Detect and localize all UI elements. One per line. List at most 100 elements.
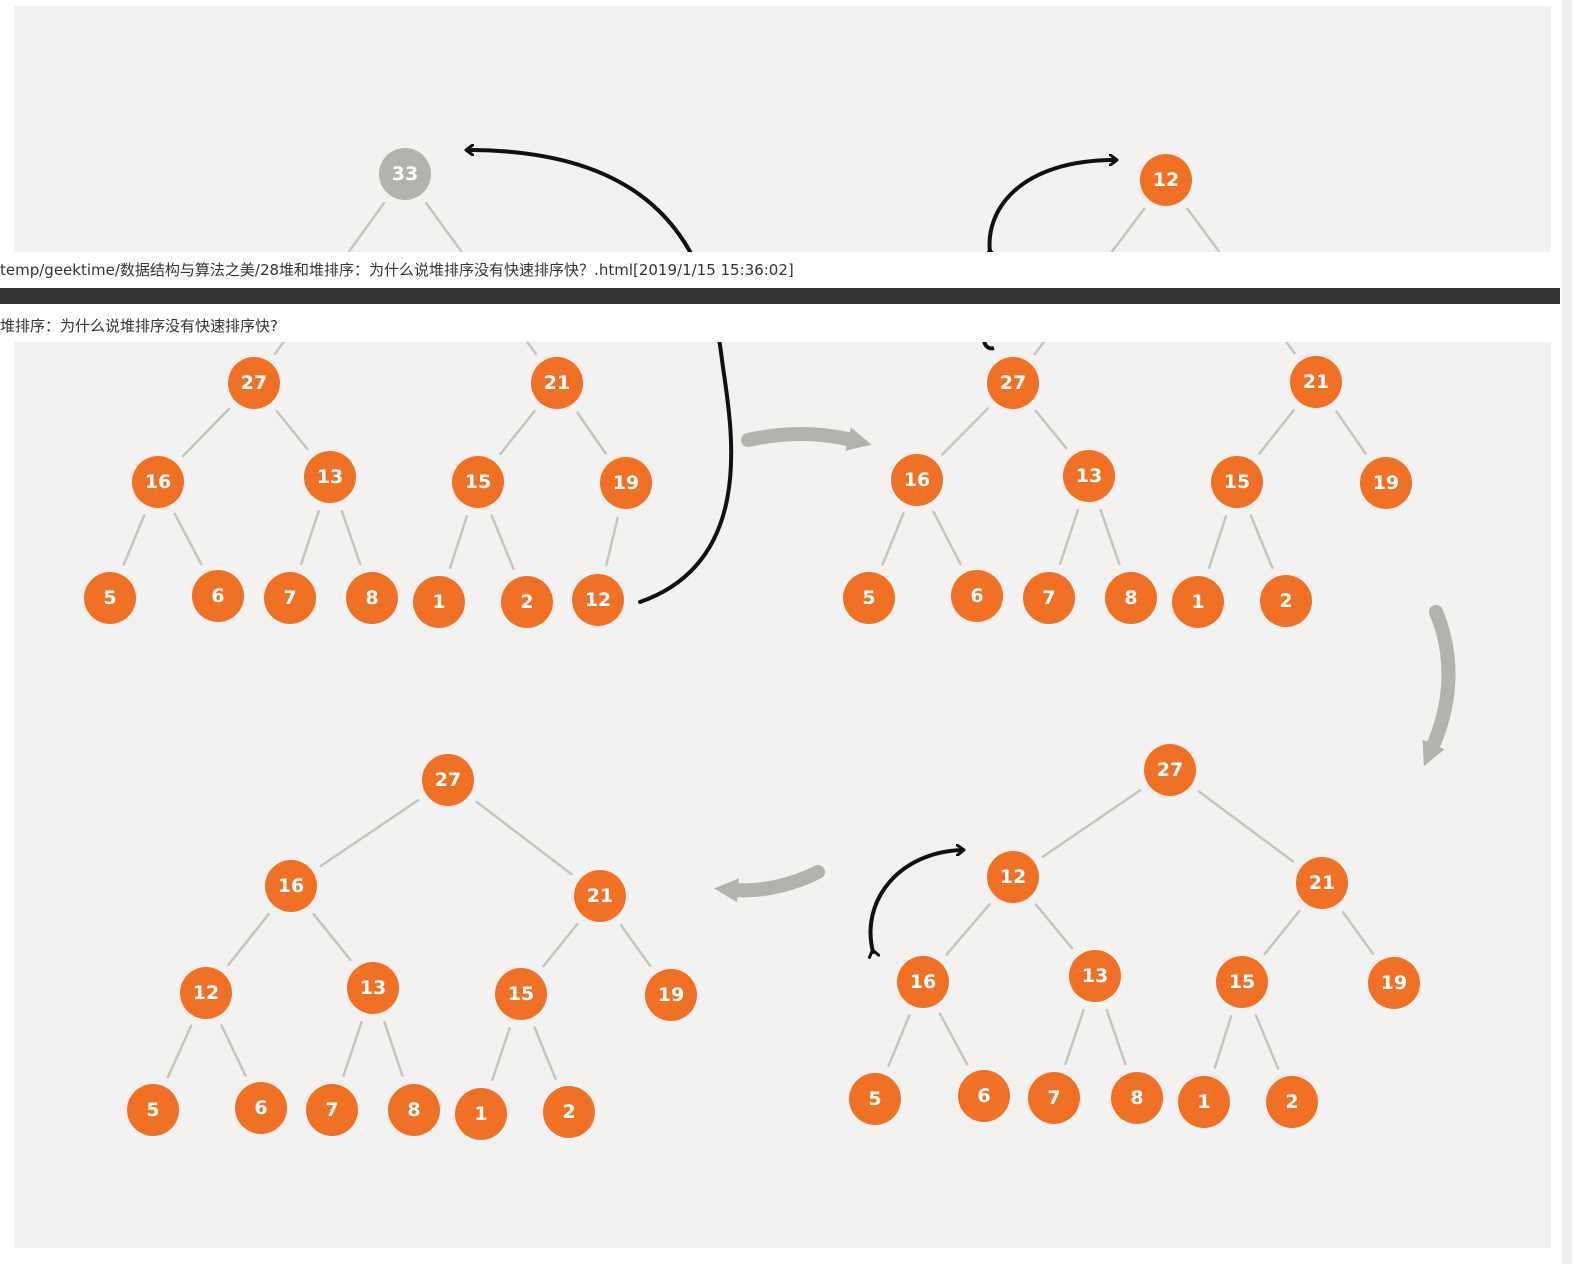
heap-node: 13 xyxy=(1063,450,1115,502)
node-circle xyxy=(1211,456,1263,508)
tree-edge xyxy=(1034,409,1068,450)
node-value: 8 xyxy=(1124,587,1137,609)
node-circle xyxy=(1023,572,1075,624)
node-value: 2 xyxy=(562,1101,575,1123)
footer-path: temp/geektime/数据结构与算法之美/28堆和堆排序：为什么说堆排序没… xyxy=(0,261,794,279)
node-value: 16 xyxy=(278,875,304,897)
heap-node: 27 xyxy=(228,357,280,409)
node-circle xyxy=(1140,154,1192,206)
node-value: 1 xyxy=(432,591,445,613)
node-value: 16 xyxy=(904,469,930,491)
node-value: 7 xyxy=(1047,1087,1060,1109)
heap-node: 6 xyxy=(235,1082,287,1134)
heap-node: 2 xyxy=(1266,1076,1318,1128)
heap-node: 7 xyxy=(1028,1072,1080,1124)
heap-node: 27 xyxy=(422,754,474,806)
node-circle xyxy=(452,456,504,508)
node-value: 12 xyxy=(193,982,219,1004)
node-value: 2 xyxy=(520,591,533,613)
tree-edge xyxy=(122,514,146,566)
node-value: 5 xyxy=(146,1099,159,1121)
node-value: 2 xyxy=(1285,1091,1298,1113)
node-circle xyxy=(987,357,1039,409)
heap-node: 15 xyxy=(452,456,504,508)
tree-edge xyxy=(319,798,420,868)
heap-node: 16 xyxy=(891,454,943,506)
node-value: 8 xyxy=(407,1099,420,1121)
node-value: 15 xyxy=(1229,971,1255,993)
node-value: 12 xyxy=(1153,169,1179,191)
heap-node: 7 xyxy=(306,1084,358,1136)
heap-node: 21 xyxy=(531,357,583,409)
node-circle xyxy=(132,456,184,508)
swap-arrow-33-12 xyxy=(638,342,734,604)
flow-arrow-left xyxy=(714,865,825,903)
heap-node: 8 xyxy=(1105,572,1157,624)
node-circle xyxy=(180,967,232,1019)
heap-node: 13 xyxy=(347,962,399,1014)
node-value: 27 xyxy=(241,372,267,394)
heap-node: 8 xyxy=(388,1084,440,1136)
tree-edge xyxy=(1197,790,1295,863)
tree-edge xyxy=(945,903,991,956)
node-circle xyxy=(455,1088,507,1140)
tree-edge xyxy=(1249,514,1274,569)
node-value: 16 xyxy=(145,471,171,493)
heap-node: 5 xyxy=(84,572,136,624)
heap-node: 12 xyxy=(987,851,1039,903)
print-footer: temp/geektime/数据结构与算法之美/28堆和堆排序：为什么说堆排序没… xyxy=(0,252,1574,288)
heap-node: 1 xyxy=(413,576,465,628)
node-value: 6 xyxy=(211,585,224,607)
compare-arrow-12-27 xyxy=(990,160,1115,252)
node-value: 12 xyxy=(585,589,611,611)
node-circle xyxy=(495,968,547,1020)
tree-edge xyxy=(342,1020,363,1078)
node-circle xyxy=(843,572,895,624)
tree-edge xyxy=(166,1024,193,1079)
heap-node: 5 xyxy=(849,1073,901,1125)
heap-node: 21 xyxy=(1290,356,1342,408)
heap-node: 16 xyxy=(265,860,317,912)
tree-edge xyxy=(576,411,607,455)
heap-node: 5 xyxy=(843,572,895,624)
node-circle xyxy=(192,570,244,622)
node-circle xyxy=(987,851,1039,903)
tree-edge xyxy=(1034,903,1074,950)
node-circle xyxy=(1172,576,1224,628)
swap-arrow-33-12 xyxy=(468,150,693,252)
node-value: 21 xyxy=(1303,371,1329,393)
heap-node: 5 xyxy=(127,1084,179,1136)
tree-edge xyxy=(605,516,619,567)
node-value: 19 xyxy=(1381,972,1407,994)
tree-edge xyxy=(181,407,231,458)
heap-node: 12 xyxy=(1140,154,1192,206)
heap-node: 7 xyxy=(264,572,316,624)
node-circle xyxy=(388,1084,440,1136)
tree-edge xyxy=(1341,910,1375,956)
node-value: 13 xyxy=(1076,465,1102,487)
heap-node: 1 xyxy=(1172,576,1224,628)
tree-edge xyxy=(347,201,386,252)
scrollbar-track[interactable] xyxy=(1562,0,1572,1264)
scrollbar[interactable] xyxy=(1560,0,1574,1264)
tree-edge xyxy=(424,201,464,252)
heap-node: 8 xyxy=(346,572,398,624)
heap-node: 21 xyxy=(1296,857,1348,909)
heap-node: 12 xyxy=(180,967,232,1019)
node-value: 27 xyxy=(435,769,461,791)
heap-node: 19 xyxy=(1360,457,1412,509)
tree-edge xyxy=(499,409,536,456)
node-value: 16 xyxy=(910,971,936,993)
node-circle xyxy=(127,1084,179,1136)
node-value: 15 xyxy=(465,471,491,493)
node-circle xyxy=(897,956,949,1008)
heap-node: 21 xyxy=(574,870,626,922)
node-circle xyxy=(1063,450,1115,502)
node-value: 2 xyxy=(1279,590,1292,612)
heap-node: 27 xyxy=(1144,744,1196,796)
tree-edge xyxy=(619,924,652,967)
node-value: 1 xyxy=(1191,591,1204,613)
node-circle xyxy=(1105,572,1157,624)
tree-edge xyxy=(227,912,270,967)
node-circle xyxy=(531,357,583,409)
